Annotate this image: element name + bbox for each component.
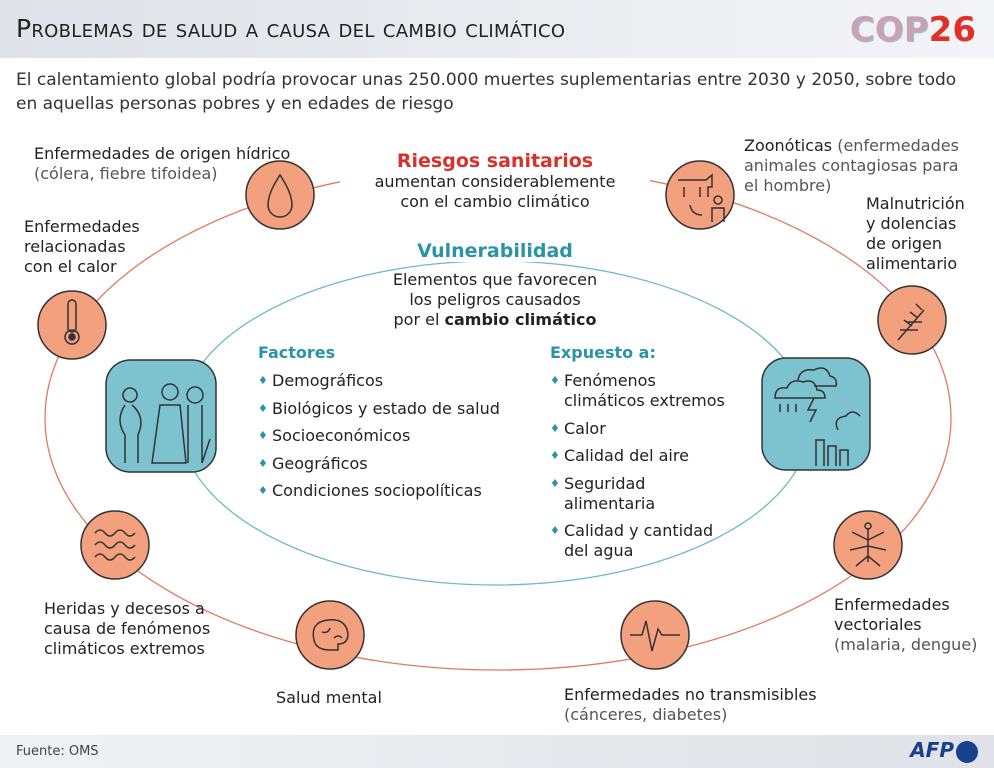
exposure-item: Calidad del aire [550,446,740,466]
ecg-icon [620,600,690,670]
factor-item: Condiciones sociopolíticas [258,481,518,501]
page-title: Problemas de salud a causa del cambio cl… [16,14,566,43]
factor-item: Socioeconómicos [258,426,518,446]
label-zoonotic: Zoonóticas (enfermedades animales contag… [744,136,959,195]
riesgos-title: Riesgos sanitarios [396,150,594,172]
factores-title: Factores [258,343,336,362]
riesgos-line: aumentan considerablemente [374,172,616,191]
vuln-line: Elementos que favorecen [392,270,598,289]
riesgos-block: Riesgos sanitarios aumentan considerable… [340,150,650,212]
vulnerabilidad-block: Vulnerabilidad Elementos que favorecen l… [360,240,630,330]
label-vector-diseases: Enfermedades vectoriales(malaria, dengue… [834,595,978,654]
weather-pollution-icon [761,357,871,471]
source-note: Fuente: OMS [16,744,99,759]
label-ncd: Enfermedades no transmisibles(cánceres, … [564,685,817,724]
vuln-bold: cambio climático [444,310,597,329]
wheat-icon [877,285,947,355]
riesgos-line: con el cambio climático [400,192,590,211]
subtitle-line-1: El calentamiento global podría provocar … [16,70,957,90]
label-malnutrition: Malnutrición y dolencias de origen alime… [866,194,965,273]
label-heat-diseases: Enfermedades relacionadas con el calor [24,217,140,276]
factor-item: Biológicos y estado de salud [258,399,518,419]
thermometer-icon [37,290,107,360]
waves-icon [80,510,150,580]
footer-bar [0,735,994,768]
factor-item: Geográficos [258,454,518,474]
vuln-line: los peligros causados [409,290,581,309]
label-water-diseases: Enfermedades de origen hídrico(cólera, f… [34,144,291,183]
zoonotic-icon [665,160,735,230]
exposure-item: Fenómenos climáticos extremos [550,371,740,411]
subtitle-line-2: en aquellas personas pobres y en edades … [16,94,454,114]
expuesto-title: Expuesto a: [550,343,656,362]
label-injuries: Heridas y decesos a causa de fenómenos c… [44,599,211,658]
cop26-logo: COP26 [849,10,976,50]
title-bar [0,0,994,58]
factores-block: Factores Demográficos Biológicos y estad… [258,343,518,509]
afp-logo: AFP [910,738,978,763]
exposure-item: Seguridad alimentaria [550,474,740,514]
vulnerabilidad-title: Vulnerabilidad [409,240,581,262]
factor-item: Demográficos [258,371,518,391]
vuln-line: por el [393,310,445,329]
people-icon [105,359,217,473]
brain-icon [295,600,365,670]
label-mental-health: Salud mental [276,688,382,707]
exposure-item: Calidad y cantidad del agua [550,521,740,561]
exposure-item: Calor [550,419,740,439]
mosquito-icon [833,510,903,580]
expuesto-block: Expuesto a: Fenómenos climáticos extremo… [550,343,740,569]
water-drop-icon [245,160,315,230]
